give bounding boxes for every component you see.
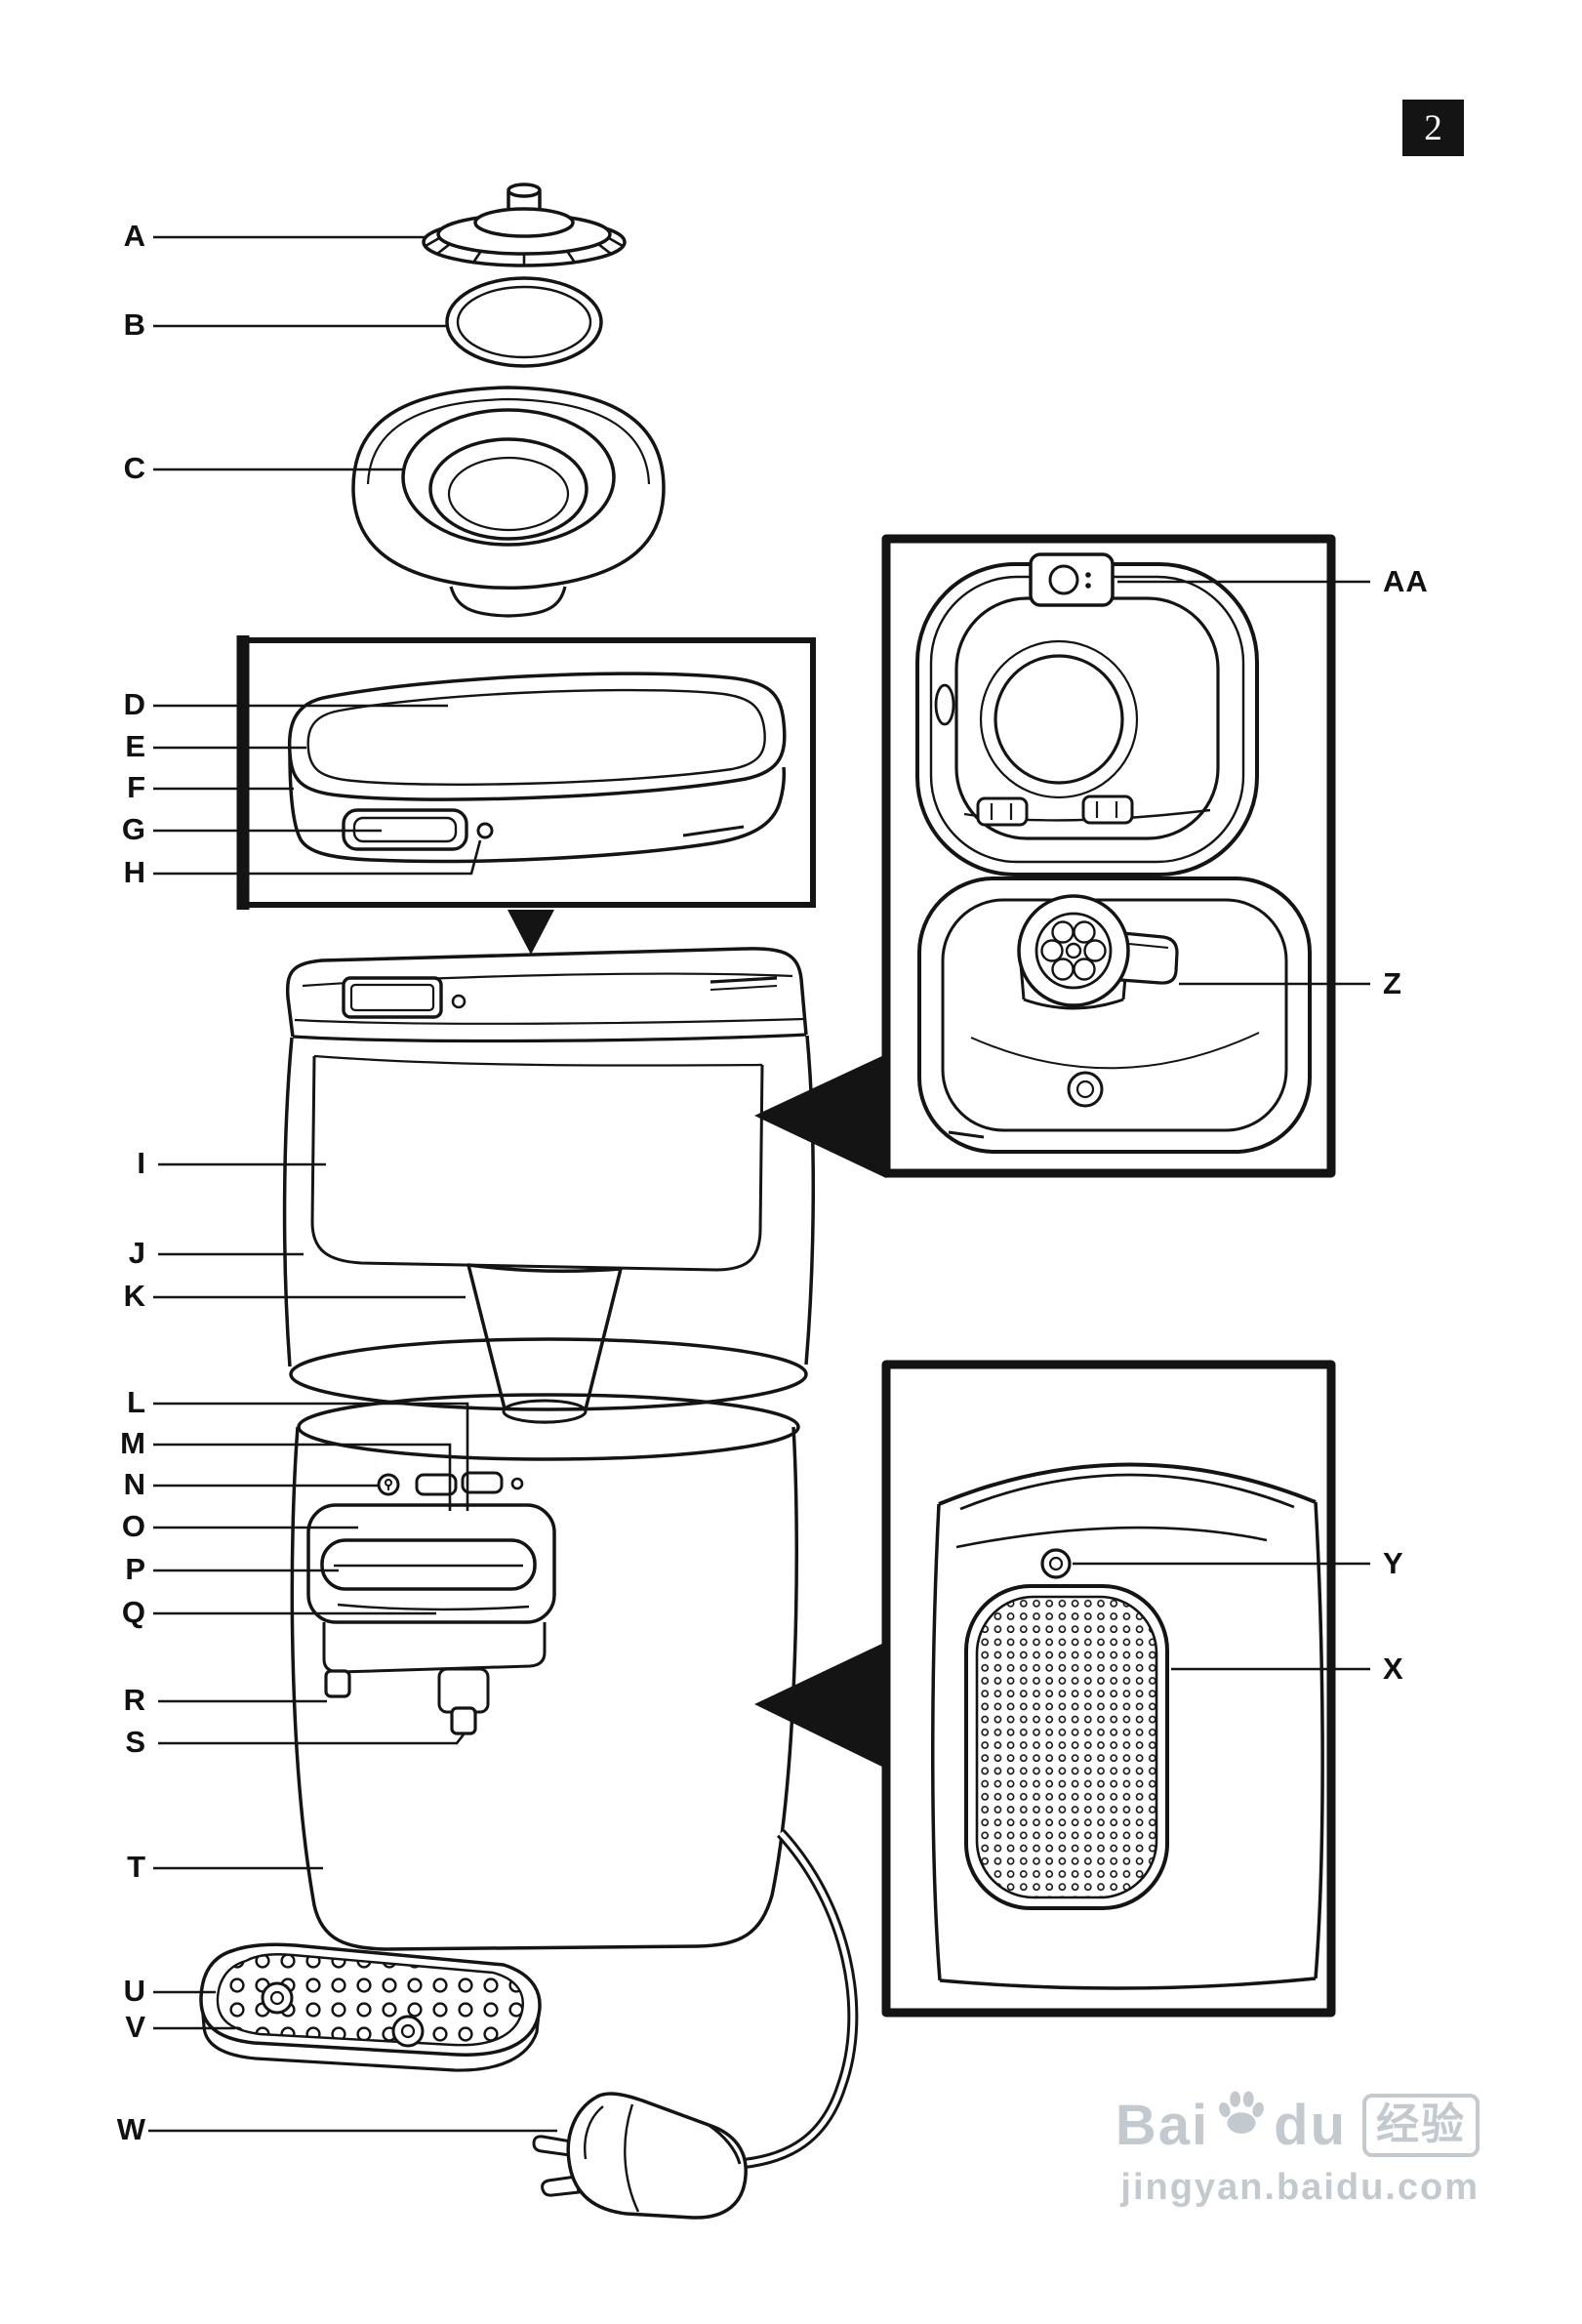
- watermark-badge: 经验: [1362, 2094, 1480, 2157]
- part-label-U: U: [123, 1974, 146, 2008]
- part-label-I: I: [137, 1146, 146, 1180]
- part-label-K: K: [123, 1279, 146, 1313]
- part-label-B: B: [123, 307, 146, 342]
- part-label-E: E: [125, 729, 146, 763]
- part-label-W: W: [116, 2112, 146, 2146]
- part-label-H: H: [123, 855, 146, 889]
- rear-view-inset: [881, 1360, 1336, 2018]
- part-label-T: T: [127, 1850, 146, 1884]
- part-label-V: V: [125, 2010, 146, 2044]
- part-label-L: L: [127, 1385, 146, 1419]
- baidu-watermark: Bai du 经验 jingyan.baidu.com: [1115, 2091, 1480, 2209]
- part-label-S: S: [125, 1725, 146, 1759]
- lid-detail-inset: [236, 635, 816, 910]
- watermark-brand-post: du: [1274, 2093, 1347, 2157]
- paw-icon: [1219, 2091, 1265, 2134]
- page-number: 2: [1424, 107, 1442, 148]
- inset-pointer-wedge-lid: [507, 910, 554, 955]
- main-unit-drawing: [199, 947, 816, 2072]
- lid-open-inset: [881, 534, 1336, 1178]
- sealing-ring-drawing: [445, 276, 603, 368]
- power-cord-plug-drawing: [532, 1829, 859, 2220]
- part-label-N: N: [123, 1467, 146, 1501]
- part-label-Y: Y: [1383, 1546, 1404, 1580]
- inset-pointer-wedge-top: [754, 1054, 886, 1178]
- part-label-R: R: [123, 1683, 146, 1717]
- part-label-J: J: [128, 1236, 146, 1270]
- funnel-bowl-drawing: [351, 386, 666, 618]
- page-number-badge: 2: [1402, 100, 1464, 156]
- inset-pointer-wedge-bottom: [754, 1642, 886, 1769]
- part-label-C: C: [123, 451, 146, 485]
- part-label-P: P: [125, 1552, 146, 1586]
- watermark-url: jingyan.baidu.com: [1120, 2167, 1480, 2208]
- part-label-F: F: [127, 770, 146, 804]
- part-label-O: O: [121, 1509, 146, 1543]
- part-label-A: A: [123, 219, 146, 253]
- watermark-brand-pre: Bai: [1115, 2093, 1210, 2157]
- part-label-D: D: [123, 687, 146, 721]
- callout-leader-lines: [148, 235, 1370, 2133]
- filter-cartridge-drawing: [422, 183, 627, 267]
- part-label-AA: AA: [1383, 564, 1429, 598]
- watermark-brand-row: Bai du 经验: [1115, 2091, 1480, 2157]
- part-label-Z: Z: [1383, 966, 1402, 1000]
- part-label-Q: Q: [121, 1595, 146, 1629]
- part-label-G: G: [121, 812, 146, 846]
- part-label-M: M: [120, 1426, 146, 1460]
- part-label-X: X: [1383, 1651, 1404, 1686]
